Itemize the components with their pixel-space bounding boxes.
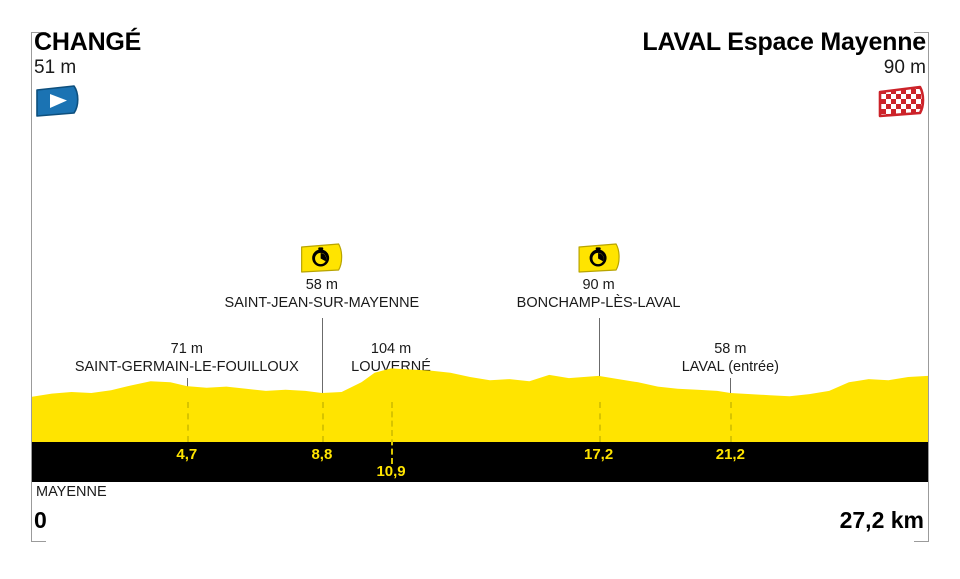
- distance-start-label: 0: [34, 507, 47, 533]
- elevation-area-path: [32, 368, 928, 442]
- marker-leader-line: [321, 318, 323, 422]
- sprint-marker: 58 m SAINT-JEAN-SUR-MAYENNE: [224, 242, 420, 312]
- distance-tick-dash: [598, 402, 601, 442]
- distance-end-label: 27,2 km: [839, 507, 924, 533]
- distance-tick-label: 4,7: [176, 446, 198, 463]
- sprint-altitude: 58 m: [305, 277, 338, 293]
- stopwatch-flag-icon: [576, 242, 622, 274]
- distance-tick-label: 21,2: [715, 446, 745, 463]
- checkered-flag-icon: [642, 84, 926, 118]
- town-place-name: LAVAL (entrée): [681, 359, 779, 375]
- stage-finish-marker: LAVAL Espace Mayenne 90 m: [642, 28, 926, 118]
- distance-tick-dash: [391, 402, 394, 464]
- town-marker: 58 m LAVAL (entrée): [682, 340, 779, 376]
- sprint-altitude: 90 m: [582, 277, 615, 293]
- department-label: MAYENNE: [36, 484, 107, 500]
- elevation-profile: [32, 330, 928, 442]
- distance-bar: 4,7 8,8 10,9 17,2 21,2: [32, 442, 928, 482]
- town-altitude: 104 m: [370, 341, 412, 357]
- distance-tick-dash: [186, 402, 189, 442]
- sprint-marker: 90 m BONCHAMP-LÈS-LAVAL: [517, 242, 681, 312]
- start-flag-icon: [34, 84, 141, 118]
- town-altitude: 71 m: [170, 341, 203, 357]
- distance-tick-label: 17,2: [583, 446, 614, 463]
- stopwatch-flag-icon: [299, 242, 345, 274]
- finish-city-name: LAVAL Espace Mayenne: [642, 28, 926, 56]
- finish-altitude: 90 m: [883, 57, 926, 78]
- town-altitude: 58 m: [714, 341, 747, 357]
- start-city-name: CHANGÉ: [34, 28, 142, 56]
- town-marker: 71 m SAINT-GERMAIN-LE-FOUILLOUX: [75, 340, 299, 376]
- marker-leader-line: [598, 318, 600, 422]
- distance-tick-label: 10,9: [376, 463, 406, 480]
- town-place-name: SAINT-GERMAIN-LE-FOUILLOUX: [74, 359, 299, 375]
- sprint-place-name: SAINT-JEAN-SUR-MAYENNE: [224, 295, 420, 311]
- start-altitude: 51 m: [34, 57, 77, 78]
- distance-tick-label: 8,8: [311, 446, 333, 463]
- distance-tick-dash: [730, 402, 733, 442]
- sprint-place-name: BONCHAMP-LÈS-LAVAL: [516, 295, 681, 311]
- stage-start-marker: CHANGÉ 51 m: [34, 28, 141, 118]
- distance-tick-dash: [321, 402, 324, 442]
